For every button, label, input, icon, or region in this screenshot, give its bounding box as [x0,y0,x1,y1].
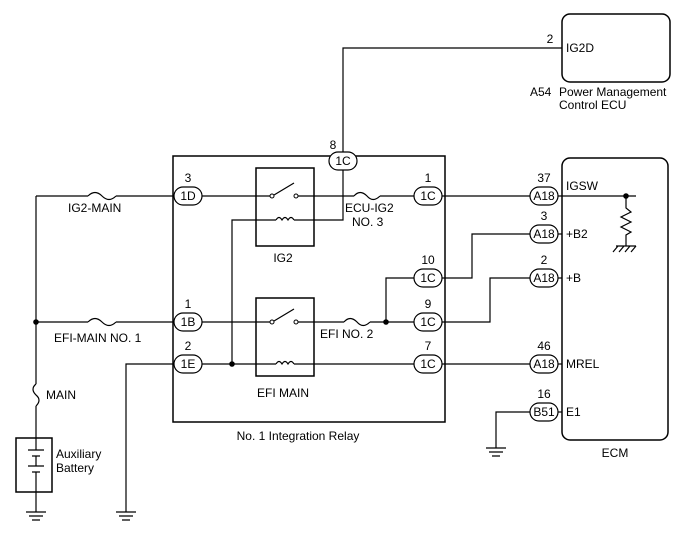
wire-e1-ground [495,411,530,448]
ecm-connector-b2-number: 3 [541,209,548,223]
efi-main-relay-box [255,297,315,377]
integration-relay-label: No. 1 Integration Relay [237,429,360,443]
ecm-connector-b-code: A18 [533,271,555,285]
wire-1e-line [125,363,174,512]
connector-1c-top-number: 1 [425,171,432,185]
junction-left-bus [33,319,39,325]
ig2-coil [275,216,295,222]
ig2d-pin-label: IG2D [566,41,594,55]
ecm-signal-mrel: MREL [566,357,600,371]
ecm-box [561,157,669,441]
ground-symbol-e1 [486,447,506,457]
fuse-efi-no2-label: EFI NO. 2 [320,327,374,341]
connector-1d-code: 1D [180,189,196,203]
fuse-efi-main-no1-label: EFI-MAIN NO. 1 [54,331,142,345]
junction-coil [229,361,235,367]
ecm-signal-e1: E1 [566,405,581,419]
ecm-connector-b-number: 2 [541,253,548,267]
fuse-ecu-ig2-label-line1: ECU-IG2 [345,201,394,215]
ecm-signal-igsw: IGSW [566,179,599,193]
connector-1b-code: 1B [181,315,196,329]
ig2-relay-box [255,167,315,247]
ecm-connector-igsw: A18 37 IGSW [529,171,599,206]
connector-pin10: 1C 10 [413,253,443,288]
connector-1e: 1E 2 [173,339,203,374]
ground-symbol-1e [116,511,136,521]
connector-1c-top: 1C 1 [413,171,443,206]
power-ecu-label-line1: Power Management [559,85,667,99]
igsw-resistor-ground [612,245,637,253]
connector-1d: 1D 3 [173,171,203,206]
wire-pin10-to-b2 [442,233,530,279]
power-ecu-label-line2: Control ECU [559,98,626,112]
wire-pin8-down [294,170,344,221]
ig2-coil-left [231,219,276,364]
connector-1e-number: 2 [185,339,192,353]
fuse-ecu-ig2-label-line2: NO. 3 [352,215,384,229]
ecm-signal-b2: +B2 [566,227,588,241]
ecm-connector-b: A18 2 +B [529,253,581,288]
fuse-efi-no2-icon [343,317,371,327]
ecm-connector-b2: A18 3 +B2 [529,209,588,244]
connector-pin9-number: 9 [425,297,432,311]
efi-main-relay-label: EFI MAIN [257,386,309,400]
connector-pin9: 1C 9 [413,297,443,332]
auxiliary-battery-box [15,437,53,493]
ig2-relay-label: IG2 [273,251,293,265]
ecm-connector-e1: B51 16 E1 [529,387,581,422]
connector-pin8-number: 8 [330,138,337,152]
fuse-efi-main-no1-icon [87,317,117,327]
fuse-ig2-main-icon [87,191,117,201]
connector-1c-top-code: 1C [420,189,436,203]
junction-igsw [623,193,629,199]
power-ecu-code: A54 [530,85,552,99]
fuse-ig2-main-label: IG2-MAIN [68,201,121,215]
connector-pin7: 1C 7 [413,339,443,374]
wire-ig2d [342,47,562,152]
ecm-connector-mrel-number: 46 [537,339,551,353]
connector-1e-code: 1E [181,357,196,371]
ecm-signal-b: +B [566,271,581,285]
connector-pin7-code: 1C [420,357,436,371]
ecm-connector-mrel-code: A18 [533,357,555,371]
junction-efi-no2 [383,319,389,325]
igsw-resistor [619,196,633,246]
fuse-main-icon [32,383,40,407]
connector-pin10-code: 1C [420,271,436,285]
connector-1b-number: 1 [185,297,192,311]
ecm-connector-e1-number: 16 [537,387,551,401]
ground-symbol-battery [26,511,46,521]
ig2-switch [269,182,299,199]
connector-pin10-number: 10 [421,253,435,267]
connector-1d-number: 3 [185,171,192,185]
wire-pin9-to-b [442,277,530,323]
efi-main-switch [269,308,299,325]
ecm-connector-b2-code: A18 [533,227,555,241]
fuse-main-label: MAIN [46,388,76,402]
ig2d-pin-number: 2 [547,32,554,46]
battery-label-line1: Auxiliary [56,447,101,461]
ecm-connector-e1-code: B51 [533,405,555,419]
connector-pin8-code: 1C [335,154,351,168]
connector-pin7-number: 7 [425,339,432,353]
ecm-connector-igsw-number: 37 [537,171,551,185]
fuse-ecu-ig2-icon [353,191,381,201]
battery-label-line2: Battery [56,461,94,475]
ecm-label: ECM [602,446,629,460]
wire-junction-to-pin10 [385,277,414,322]
connector-pin8: 1C 8 [328,138,358,171]
connector-1b: 1B 1 [173,297,203,332]
ecm-connector-mrel: A18 46 MREL [529,339,600,374]
efi-main-coil [275,360,295,366]
connector-pin9-code: 1C [420,315,436,329]
ecm-connector-igsw-code: A18 [533,189,555,203]
battery-cells-icon [28,438,44,492]
